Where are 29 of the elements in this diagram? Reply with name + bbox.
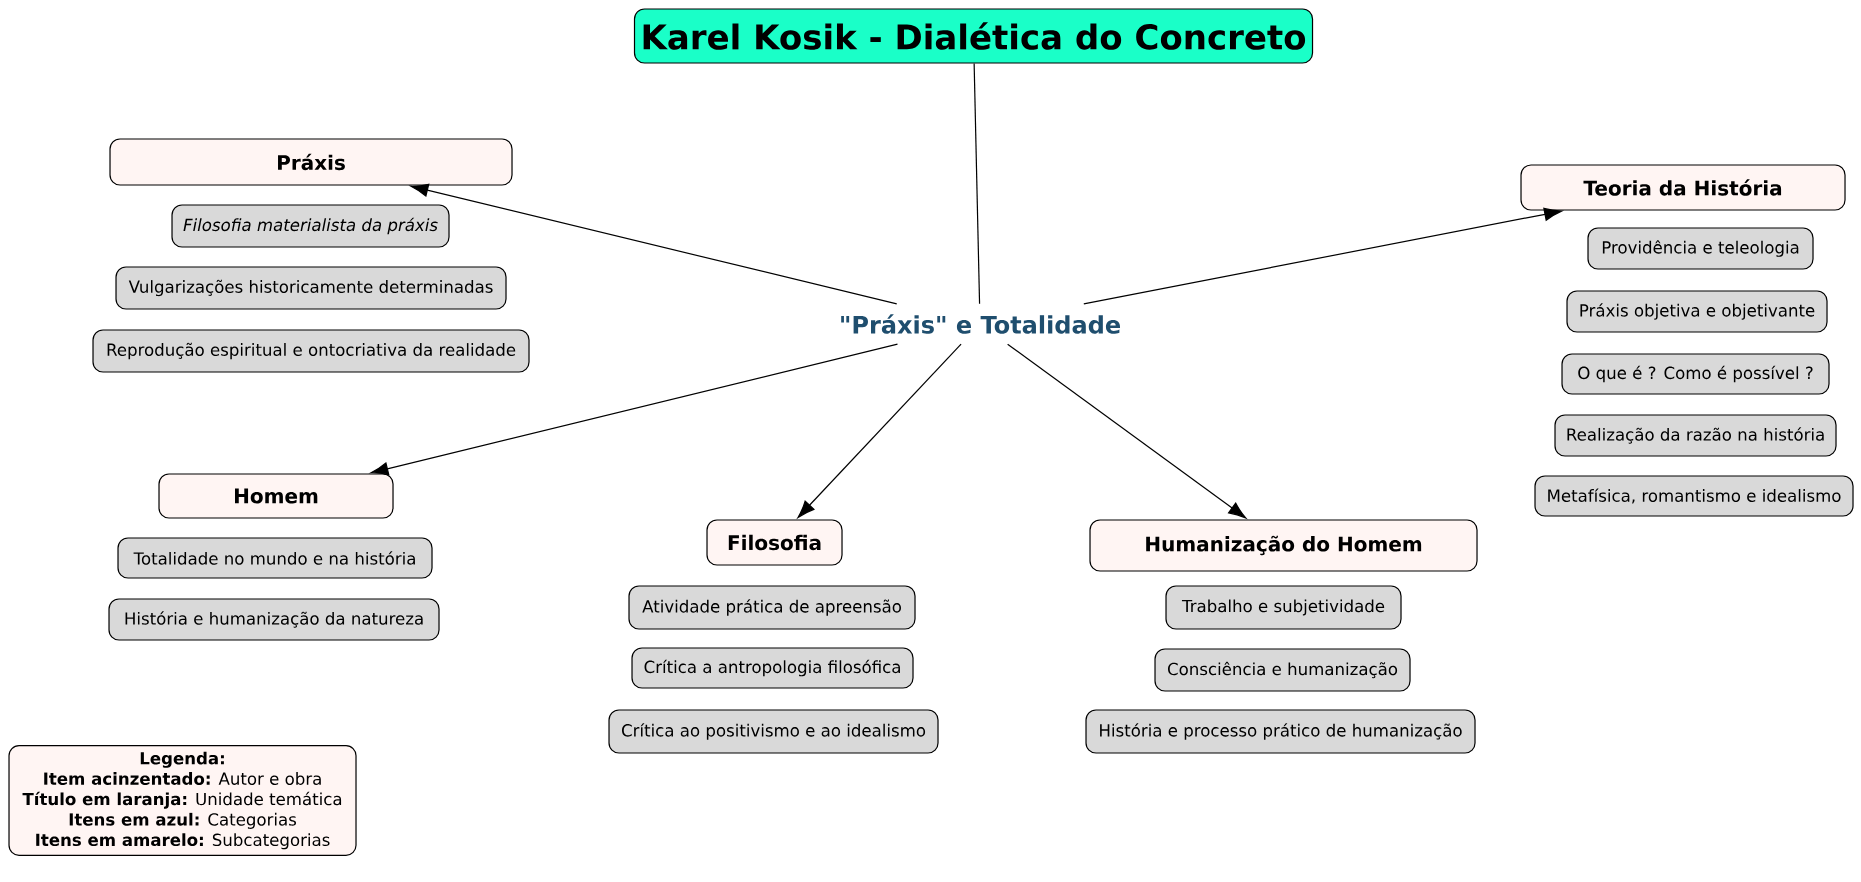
subtopic-box: Práxis objetiva e objetivante	[1566, 290, 1828, 333]
subtopic-box: Vulgarizações historicamente determinadas	[115, 266, 507, 310]
arrow	[370, 343, 899, 476]
category-box: Teoria da História	[1520, 164, 1846, 211]
arrow	[1083, 207, 1563, 305]
subtopic-box: Reprodução espiritual e ontocriativa da realidade	[92, 329, 530, 373]
subtopic-box: Atividade prática de apreensão	[628, 585, 916, 630]
category-box: Filosofia	[706, 519, 843, 566]
subtopic-box: Consciência e humanização	[1154, 648, 1411, 692]
subtopic-box: Realização da razão na história	[1554, 414, 1837, 457]
category-box: Homem	[158, 473, 394, 519]
category-box: Práxis	[109, 138, 513, 186]
legend-box: Legenda: Item acinzentado: Autor e obra Título em laranja: Unidade temática Itens em azul: Categorias Itens em amarelo: Subcategorias	[8, 745, 357, 856]
subtopic-box: Metafísica, romantismo e idealismo	[1534, 475, 1854, 517]
subtopic-box: História e humanização da natureza	[108, 598, 440, 641]
subtopic-box: Crítica a antropologia filosófica	[631, 647, 914, 689]
title-box: Karel Kosik - Dialética do Concreto	[633, 8, 1314, 64]
arrow	[797, 343, 962, 519]
subtopic-box: Providência e teleologia	[1587, 227, 1814, 270]
subtopic-box: O que é ? Como é possível ?	[1561, 353, 1830, 395]
arrow	[1007, 343, 1247, 519]
subtopic-box: Totalidade no mundo e na história	[117, 537, 433, 579]
category-box: Humanização do Homem	[1089, 519, 1478, 572]
arrow	[410, 183, 898, 305]
subtopic-box: Filosofia materialista da práxis	[171, 204, 450, 248]
subtopic-box: História e processo prático de humanização	[1085, 709, 1476, 754]
subtopic-box: Trabalho e subjetividade	[1165, 585, 1402, 630]
subtopic-box: Crítica ao positivismo e ao idealismo	[608, 709, 939, 754]
topic-text: "Práxis" e Totalidade	[841, 314, 1120, 334]
